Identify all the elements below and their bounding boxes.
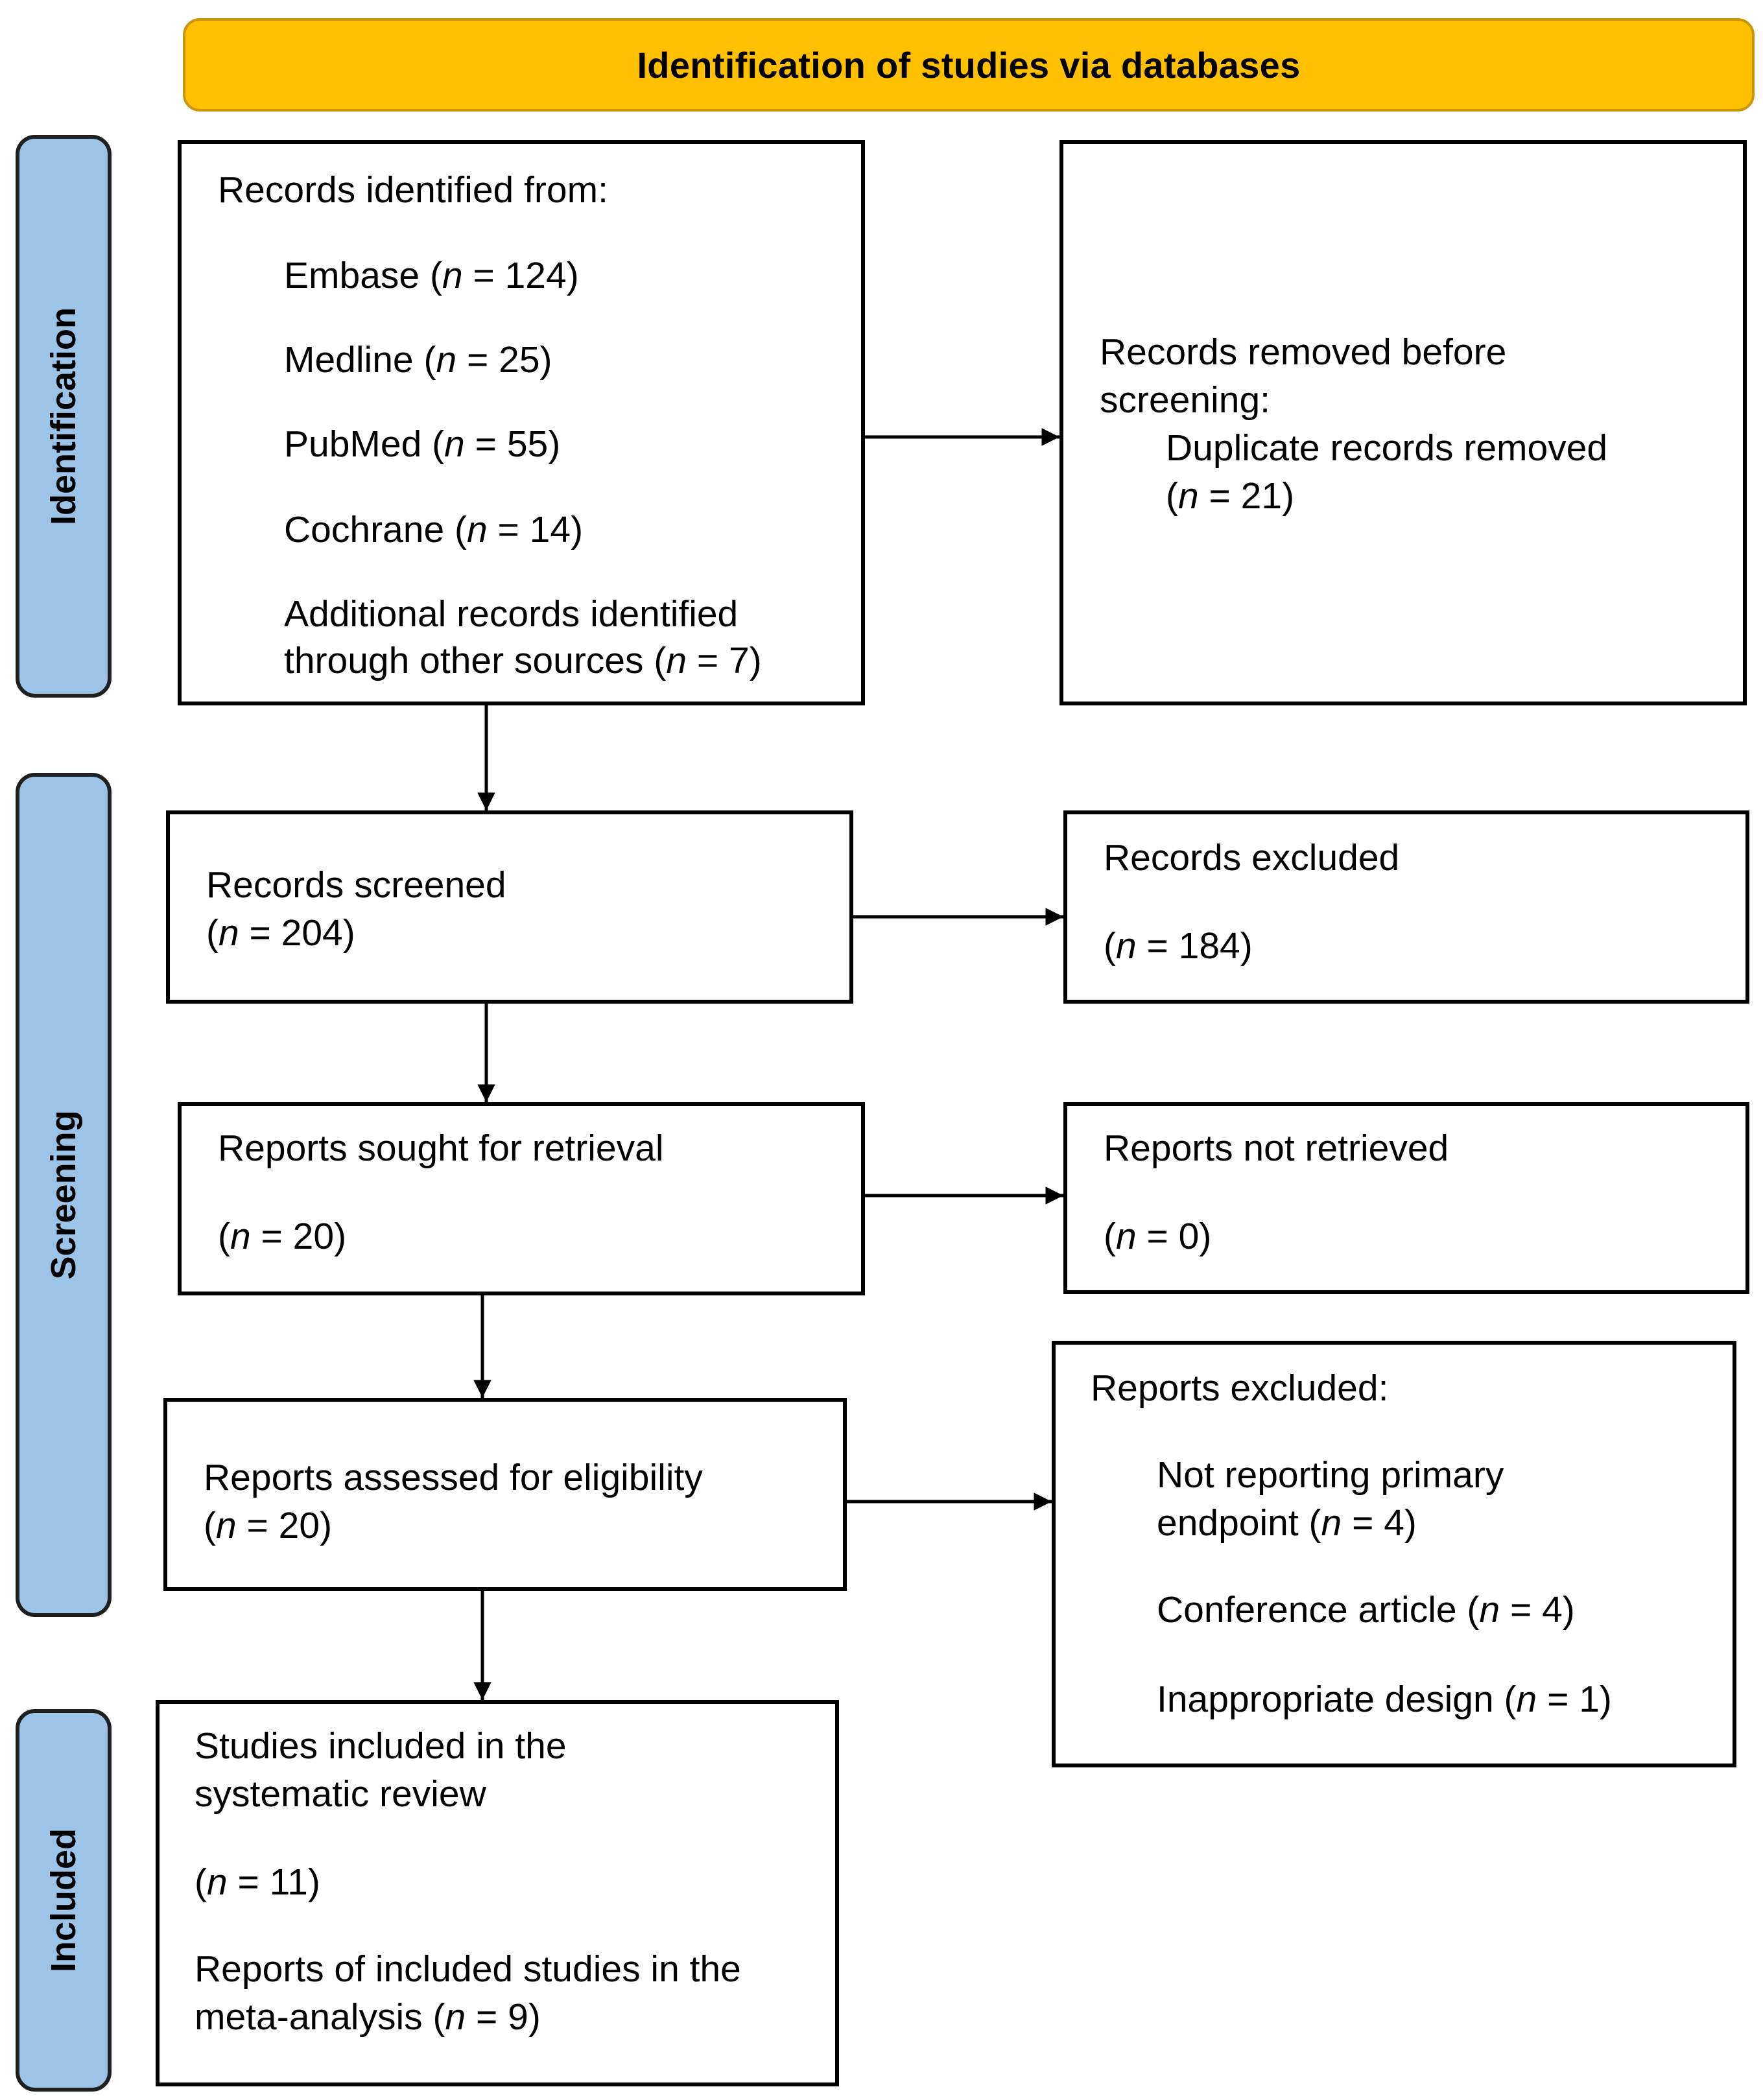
reports-not-retrieved-label: Reports not retrieved [1104,1127,1449,1169]
reports-sought-label: Reports sought for retrieval [218,1127,664,1169]
reason-inappropriate-design: Inappropriate design (n = 1) [1157,1679,1612,1720]
reports-not-retrieved-count: (n = 0) [1104,1216,1212,1257]
reason-not-reporting-line2: endpoint (n = 4) [1157,1502,1417,1544]
records-excluded-count: (n = 184) [1104,925,1253,967]
reason-conference-article: Conference article (n = 4) [1157,1589,1575,1631]
duplicates-label: Duplicate records removed [1166,427,1608,469]
records-removed-line2: screening: [1100,379,1270,421]
reports-not-retrieved-box: Reports not retrieved (n = 0) [1063,1102,1749,1294]
meta-analysis-line1: Reports of included studies in the [195,1948,741,1990]
duplicates-count: (n = 21) [1166,475,1295,517]
source-embase: Embase (n = 124) [284,255,579,296]
reports-sought-count: (n = 20) [218,1216,347,1257]
additional-records-line1: Additional records identified [284,593,739,635]
phase-included: Included [16,1709,112,2092]
source-medline: Medline (n = 25) [284,339,552,381]
reason-not-reporting-line1: Not reporting primary [1157,1454,1504,1496]
records-excluded-label: Records excluded [1104,837,1400,879]
records-identified-box: Records identified from: Embase (n = 124… [178,140,865,705]
phase-screening: Screening [16,773,112,1617]
reports-assessed-box: Reports assessed for eligibility (n = 20… [163,1398,847,1591]
phase-identification: Identification [16,135,112,698]
records-identified-heading: Records identified from: [218,169,608,211]
source-pubmed: PubMed (n = 55) [284,423,561,465]
reports-sought-box: Reports sought for retrieval (n = 20) [178,1102,865,1295]
records-screened-box: Records screened (n = 204) [166,810,853,1004]
reports-excluded-heading: Reports excluded: [1091,1367,1389,1409]
studies-included-box: Studies included in the systematic revie… [156,1700,839,2086]
additional-records-line2: through other sources (n = 7) [284,640,762,681]
records-excluded-box: Records excluded (n = 184) [1063,810,1749,1004]
header-banner: Identification of studies via databases [183,18,1755,112]
records-removed-line1: Records removed before [1100,331,1507,373]
reports-assessed-count: (n = 20) [204,1505,333,1546]
reports-excluded-box: Reports excluded: Not reporting primary … [1052,1341,1736,1767]
records-removed-box: Records removed before screening: Duplic… [1059,140,1747,705]
studies-included-line1: Studies included in the [195,1725,567,1767]
header-title: Identification of studies via databases [637,44,1301,86]
source-cochrane: Cochrane (n = 14) [284,509,584,550]
reports-assessed-label: Reports assessed for eligibility [204,1457,703,1498]
studies-included-line2: systematic review [195,1773,486,1815]
meta-analysis-line2: meta-analysis (n = 9) [195,1996,541,2038]
records-screened-count: (n = 204) [206,912,355,954]
records-screened-label: Records screened [206,864,506,906]
studies-included-count: (n = 11) [195,1861,320,1903]
